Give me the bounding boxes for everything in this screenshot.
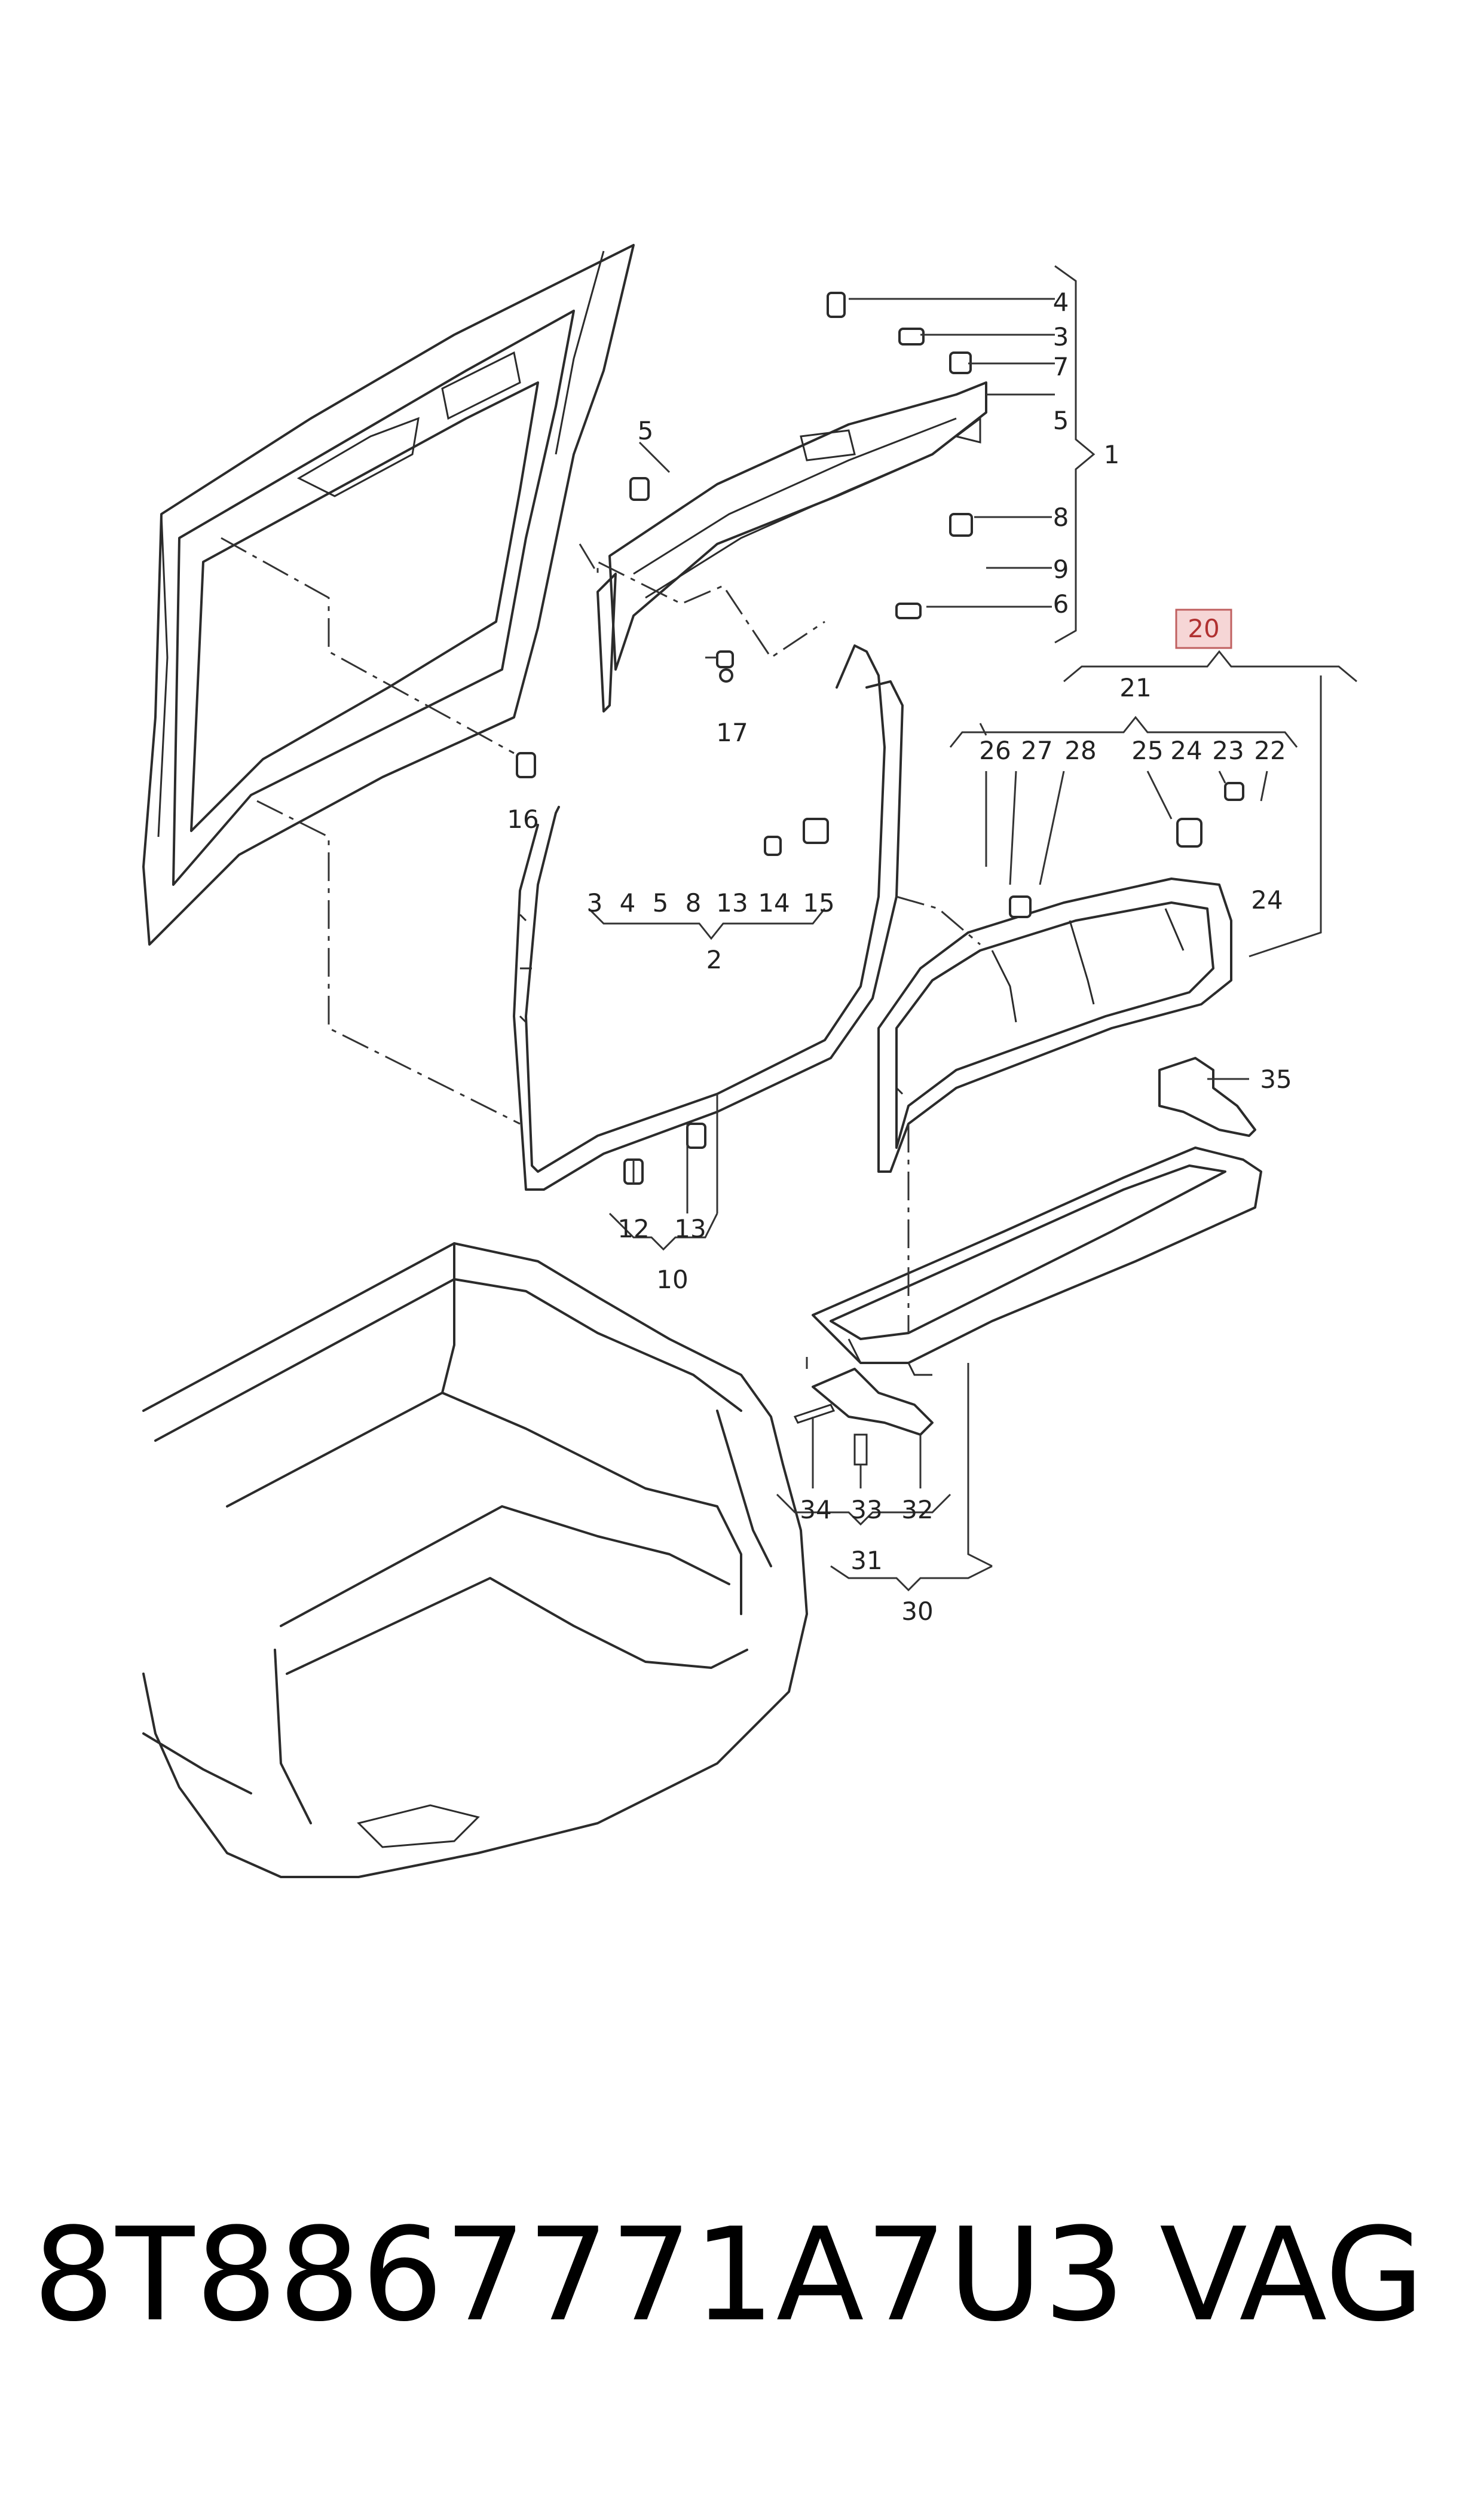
parcel-shelf-tray <box>812 1147 1262 1376</box>
callout-3: 3 <box>587 888 603 918</box>
callout-34: 34 <box>800 1495 831 1524</box>
bracket-35 <box>1158 1057 1256 1137</box>
callout-labels: 4 3 7 5 1 8 9 6 5 17 16 3 4 5 8 13 14 15… <box>507 288 1292 1626</box>
callout-6: 6 <box>1053 589 1069 619</box>
callout-13: 13 <box>674 1214 706 1243</box>
callout-35: 35 <box>1260 1065 1292 1094</box>
callout-1: 1 <box>1104 440 1120 469</box>
car-body <box>142 1242 808 1878</box>
reference-lines <box>221 537 981 1369</box>
callout-8: 8 <box>1053 503 1069 532</box>
callout-5: 5 <box>1053 406 1069 435</box>
fasteners <box>516 292 1244 1185</box>
callout-23: 23 <box>1212 736 1244 765</box>
trunk-lid-outer <box>142 244 635 946</box>
callout-7: 7 <box>1053 352 1069 381</box>
callout-4: 4 <box>1053 288 1069 317</box>
callout-2: 2 <box>706 945 723 974</box>
brand-label: VAG <box>1159 2200 1425 2350</box>
callout-22: 22 <box>1254 736 1286 765</box>
parcel-shelf-frame <box>877 878 1232 1173</box>
callout-10: 10 <box>656 1265 688 1294</box>
callout-16: 16 <box>507 805 538 834</box>
parts-diagram: 4 3 7 5 1 8 9 6 5 17 16 3 4 5 8 13 14 15… <box>142 244 1357 1878</box>
callout-25: 25 <box>1131 736 1163 765</box>
callout-20: 20 <box>1188 614 1219 643</box>
callout-5: 5 <box>638 416 654 445</box>
callout-4: 4 <box>620 888 636 918</box>
callout-24: 24 <box>1170 736 1202 765</box>
bracket-31 <box>793 1368 934 1466</box>
callout-3: 3 <box>1053 322 1069 351</box>
callout-14: 14 <box>758 888 790 918</box>
callout-15: 15 <box>803 888 834 918</box>
callout-28: 28 <box>1064 736 1096 765</box>
callout-21: 21 <box>1119 673 1151 702</box>
callout-27: 27 <box>1021 736 1052 765</box>
callout-26: 26 <box>979 736 1011 765</box>
leader-lines <box>588 265 1357 1592</box>
callout-8: 8 <box>686 888 702 918</box>
callout-5: 5 <box>653 888 669 918</box>
callout-9: 9 <box>1053 555 1069 584</box>
callout-33: 33 <box>850 1495 882 1524</box>
part-number-label: 8T8867771A7U3 <box>33 2200 1127 2350</box>
callout-12: 12 <box>617 1214 649 1243</box>
callout-32: 32 <box>901 1495 933 1524</box>
trim-panel <box>596 381 987 713</box>
callout-30: 30 <box>901 1597 933 1626</box>
seal-strip <box>513 644 904 1191</box>
callout-24: 24 <box>1251 885 1283 915</box>
highlight-box-20 <box>1175 609 1232 649</box>
callout-17: 17 <box>716 718 748 747</box>
callout-31: 31 <box>850 1546 882 1575</box>
callout-13: 13 <box>716 888 748 918</box>
